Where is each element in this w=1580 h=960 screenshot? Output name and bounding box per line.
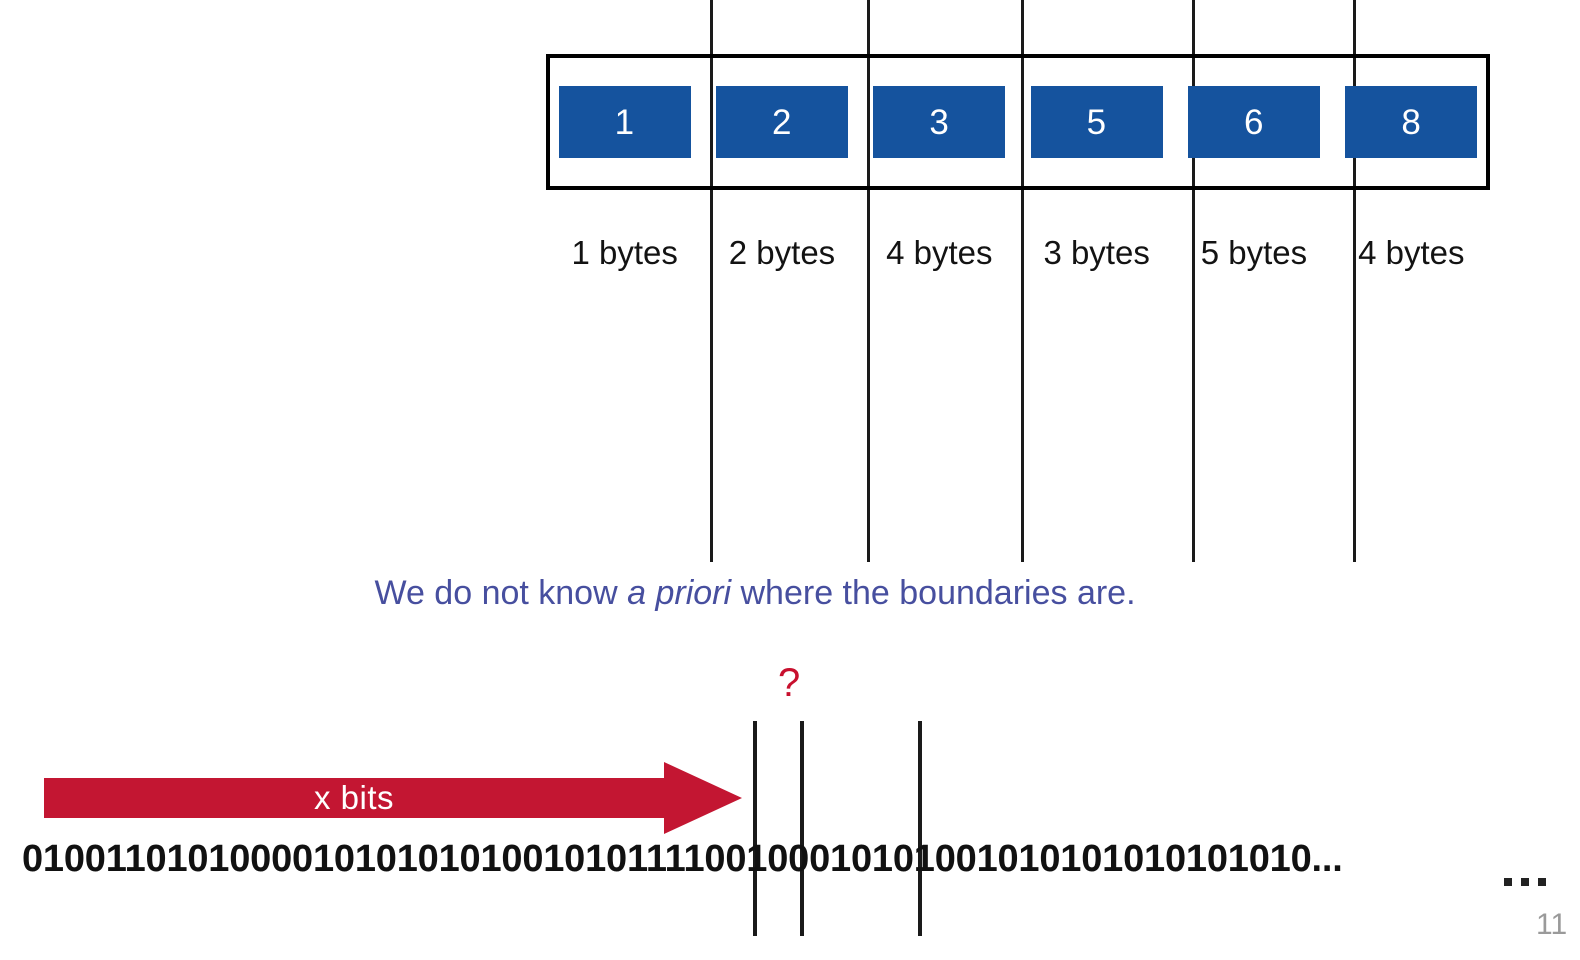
field-size-label: 1 bytes [571,234,678,271]
field-value: 1 [614,102,635,142]
x-bits-arrow: x bits [44,762,742,834]
note-emphasis: a priori [627,574,732,612]
boundary-guide-line-3 [1021,0,1024,562]
corner-dot [1504,878,1512,886]
field-value: 5 [1086,102,1107,142]
corner-dot [1538,878,1546,886]
field-chip: 2 [715,86,848,158]
page-number: 11 [1536,908,1568,941]
bit-boundary-tick-2 [800,721,804,936]
note-suffix: where the boundaries are. [731,574,1136,612]
record-cell: 8 [1333,54,1490,190]
boundary-guide-line-5 [1353,0,1356,562]
bit-boundary-tick-1 [753,721,757,936]
field-size-label: 5 bytes [1200,234,1308,271]
unknown-boundary-question-icon: ? [778,661,801,705]
field-size-label: 3 bytes [1043,234,1150,271]
bit-boundary-tick-3 [918,721,922,936]
record-cell: 1 [546,54,703,190]
corner-dot [1521,878,1529,886]
field-chip: 5 [1030,86,1163,158]
field-chip: 8 [1345,86,1478,158]
field-value: 8 [1401,102,1422,142]
boundary-guide-line-2 [867,0,870,562]
field-chip: 1 [558,86,691,158]
record-cell: 2 [703,54,860,190]
field-value: 3 [929,102,950,142]
bitstream-text: 0100110101000010101010100101011110010001… [22,838,1343,880]
boundaries-note: We do not know a priori where the bounda… [0,574,1510,613]
field-size-caption-row: 1 bytes 2 bytes 4 bytes 3 bytes 5 bytes … [546,228,1490,278]
note-prefix: We do not know [374,574,628,612]
field-value: 6 [1243,102,1264,142]
field-size-label: 4 bytes [1358,234,1465,271]
record-cells: 1 2 3 5 6 8 [546,54,1490,190]
field-value: 2 [772,102,792,142]
record-cell: 6 [1175,54,1332,190]
field-size-label: 4 bytes [886,234,993,271]
field-size-label: 2 bytes [728,234,836,271]
boundary-guide-line-4 [1192,0,1195,562]
field-chip: 3 [873,86,1006,158]
arrow-shape-icon [44,762,742,834]
corner-dots-decoration [1504,878,1546,886]
record-cell: 3 [861,54,1018,190]
field-chip: 6 [1187,86,1320,158]
record-cell: 5 [1018,54,1175,190]
record-frame [546,54,1490,190]
boundary-guide-line-1 [710,0,713,562]
